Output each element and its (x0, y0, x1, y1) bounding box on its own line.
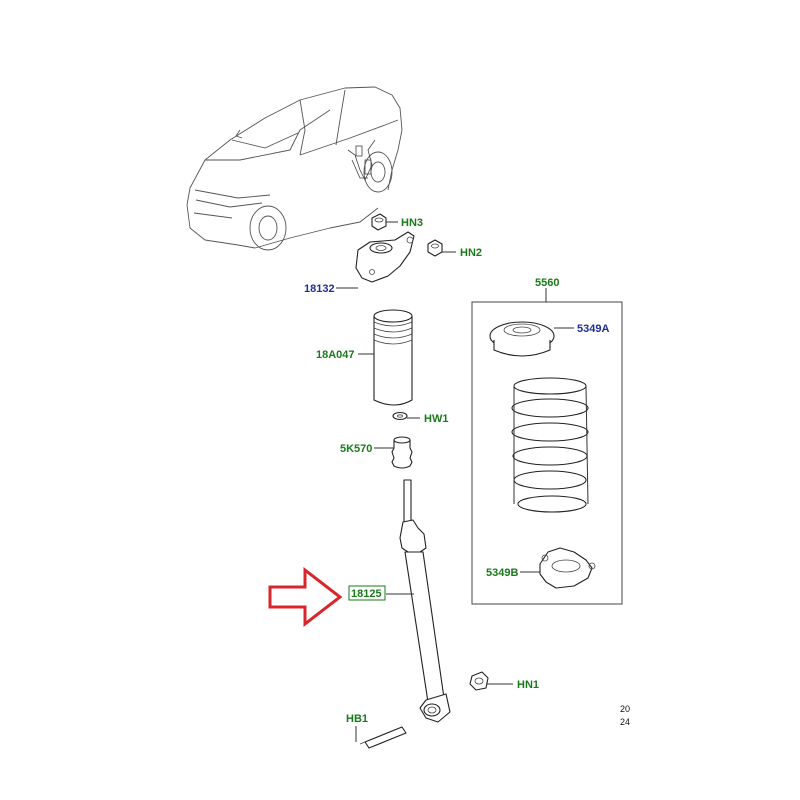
corner-text-1: 20 (620, 704, 630, 714)
bump-stop-part (391, 436, 413, 469)
callout-hn1: HN1 (517, 679, 539, 691)
coil-spring-part (511, 377, 589, 513)
bolt-hn1-part (469, 671, 489, 691)
nut-hn3-part (371, 213, 387, 231)
highlight-arrow-icon (268, 566, 343, 628)
dust-boot-part (373, 309, 413, 406)
callout-hn3: HN3 (401, 217, 423, 229)
top-mount-part (355, 231, 415, 283)
callout-5560: 5560 (535, 277, 559, 289)
upper-spring-seat-part (489, 321, 555, 357)
highlight-box (348, 585, 386, 601)
callout-5k570: 5K570 (340, 443, 372, 455)
vehicle-illustration-icon (186, 86, 403, 251)
callout-18132: 18132 (304, 283, 335, 295)
spring-kit-box (471, 301, 623, 605)
callout-18125: 18125 (351, 588, 382, 600)
callout-18a047: 18A047 (316, 349, 355, 361)
bolt-hb1-part (359, 726, 407, 749)
washer-hw1-part (392, 411, 408, 421)
callout-hn2: HN2 (460, 247, 482, 259)
lower-spring-seat-part (539, 547, 596, 589)
callout-5349b: 5349B (486, 567, 518, 579)
callout-5349a: 5349A (577, 323, 609, 335)
leader-lines (336, 221, 574, 742)
corner-text-2: 24 (620, 717, 630, 727)
callout-hw1: HW1 (424, 413, 448, 425)
shock-absorber-part (399, 479, 451, 723)
callout-hb1: HB1 (346, 713, 368, 725)
nut-hn2-part (427, 239, 443, 257)
